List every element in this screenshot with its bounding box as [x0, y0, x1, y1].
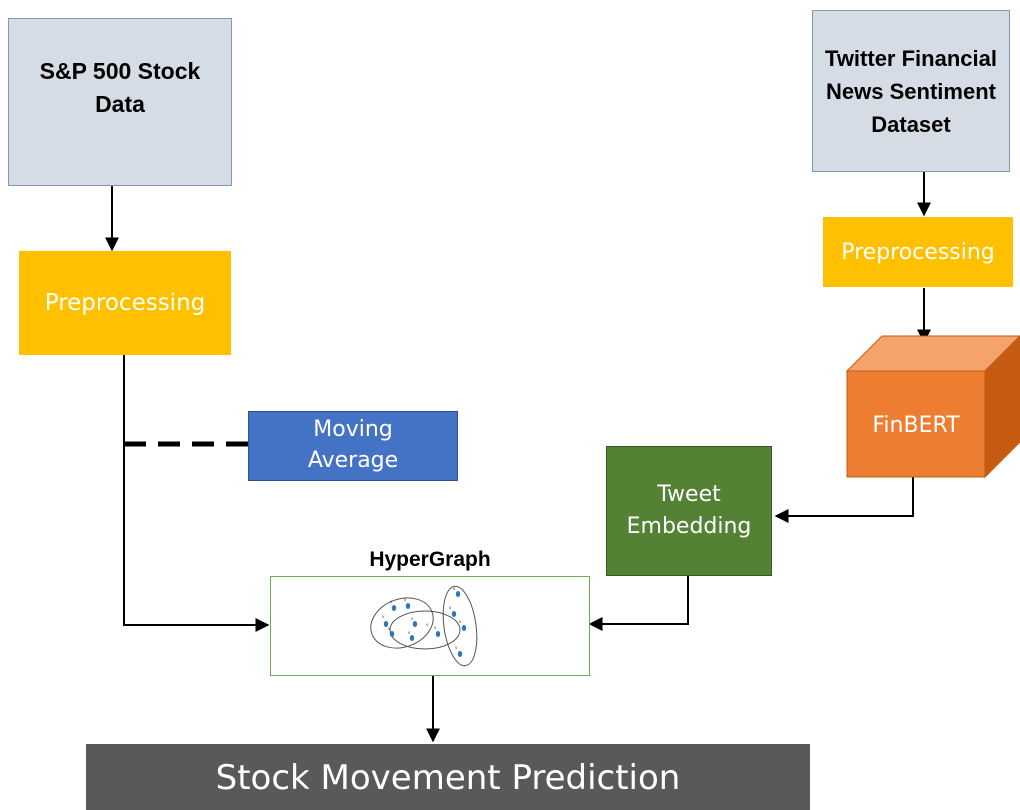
svg-text:v: v: [426, 622, 429, 627]
hyperedge-1: [370, 597, 434, 649]
svg-text:v: v: [388, 626, 391, 631]
prediction-label: Stock Movement Prediction: [215, 758, 681, 798]
hypergraph-nodes: [383, 591, 467, 657]
preprocessing-right-label: Preprocessing: [841, 239, 995, 265]
moving-average-box: Moving Average: [248, 411, 458, 481]
svg-text:v: v: [434, 625, 437, 630]
svg-text:v: v: [455, 645, 458, 650]
sp500-source-box: S&P 500 Stock Data: [8, 18, 232, 186]
hyperedge-2: [389, 610, 461, 650]
svg-text:v: v: [459, 619, 462, 624]
preprocessing-right-box: Preprocessing: [823, 217, 1013, 287]
hyperedge-3: [442, 585, 478, 667]
preprocessing-left-box: Preprocessing: [19, 251, 231, 355]
twitter-label: Twitter Financial News Sentiment Dataset: [825, 45, 997, 137]
twitter-source-box: Twitter Financial News Sentiment Dataset: [812, 10, 1010, 172]
svg-text:v: v: [411, 616, 414, 621]
svg-text:v: v: [449, 605, 452, 610]
stock-movement-prediction-box: Stock Movement Prediction: [86, 744, 810, 810]
tweet-embedding-box: Tweet Embedding: [606, 446, 772, 576]
arrow-tweet-embedding-to-hypergraph: [588, 576, 689, 631]
svg-text:v: v: [404, 597, 407, 602]
svg-text:v: v: [390, 599, 393, 604]
moving-average-label: Moving Average: [307, 417, 399, 473]
svg-text:v: v: [408, 630, 411, 635]
preprocessing-left-label: Preprocessing: [44, 290, 206, 316]
sp500-label: S&P 500 Stock Data: [39, 58, 201, 118]
svg-text:v: v: [453, 586, 456, 591]
arrow-finbert-to-tweet-embedding: [774, 477, 914, 523]
svg-text:v: v: [382, 614, 385, 619]
arrow-preprocessing-to-hypergraph: [123, 355, 270, 632]
hypergraph-title: HyperGraph: [369, 548, 491, 571]
tweet-embedding-label: Tweet Embedding: [626, 482, 752, 539]
